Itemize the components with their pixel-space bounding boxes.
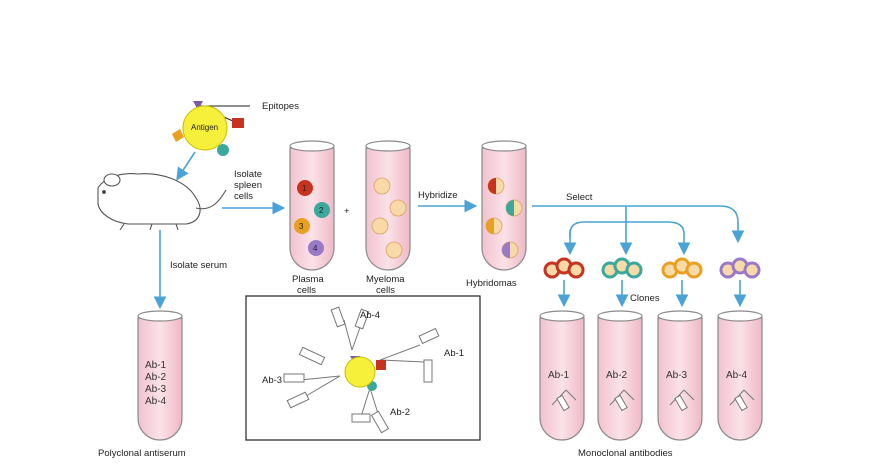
inset-ab-4-label: Ab-4 <box>360 310 380 321</box>
antigen-sphere <box>182 105 228 151</box>
select-arrows <box>532 205 745 256</box>
plasma-cells-label-2: cells <box>297 285 316 296</box>
hybridomas-tube <box>481 140 527 271</box>
monoclonal-tube-1 <box>539 310 585 441</box>
antigen-label: Antigen <box>191 123 218 132</box>
clone-cluster-3 <box>661 257 703 279</box>
antigen-group: Epitopes Antigen <box>172 101 299 156</box>
plasma-cells-tube: 1 2 3 4 <box>289 140 335 271</box>
hybridomas-label: Hybridomas <box>466 278 517 289</box>
epitope-purple <box>193 101 203 110</box>
inset-ab-2-label: Ab-2 <box>390 407 410 418</box>
plasma-cell-1-number: 1 <box>302 184 307 193</box>
arrow-antigen-to-mouse <box>176 151 196 181</box>
hybridize-label: Hybridize <box>418 190 458 201</box>
plasma-cell-3-number: 3 <box>299 222 304 231</box>
monoclonal-tube-3 <box>657 310 703 441</box>
myeloma-cells-label-2: cells <box>376 285 395 296</box>
select-label: Select <box>566 192 593 203</box>
monoclonal-ab-1: Ab-1 <box>548 370 570 381</box>
plasma-cell-2-number: 2 <box>319 206 324 215</box>
polyclonal-label: Polyclonal antiserum <box>98 448 186 459</box>
epitope-orange <box>172 129 184 142</box>
inset-ab-3-label: Ab-3 <box>262 375 282 386</box>
epitope-teal <box>217 144 229 156</box>
epitopes-label: Epitopes <box>262 101 299 112</box>
monoclonal-tube-4 <box>717 310 763 441</box>
monoclonal-ab-2: Ab-2 <box>606 370 628 381</box>
monoclonal-tube-2 <box>597 310 643 441</box>
plus-sign: + <box>344 206 350 217</box>
clone-to-tube-arrows <box>557 280 747 308</box>
monoclonal-label: Monoclonal antibodies <box>578 448 673 459</box>
isolate-spleen-label-2: spleen <box>234 180 262 191</box>
plasma-cell-4-number: 4 <box>313 244 318 253</box>
monoclonal-ab-3: Ab-3 <box>666 370 688 381</box>
polyclonal-ab-1: Ab-1 <box>145 360 167 371</box>
isolate-spleen-label-1: Isolate <box>234 169 262 180</box>
clone-cluster-1 <box>543 257 585 279</box>
antigen-antibody-inset: Ab-4 Ab-1 Ab-2 Ab-3 <box>245 295 481 441</box>
clone-cluster-4 <box>719 257 761 279</box>
myeloma-cells-tube <box>365 140 411 271</box>
polyclonal-ab-4: Ab-4 <box>145 396 167 407</box>
plasma-cells-label-1: Plasma <box>292 274 324 285</box>
epitope-red <box>232 118 244 128</box>
myeloma-cells-label-1: Myeloma <box>366 274 405 285</box>
inset-ab-1-label: Ab-1 <box>444 348 464 359</box>
polyclonal-ab-2: Ab-2 <box>145 372 167 383</box>
mouse-illustration <box>97 173 227 231</box>
monoclonal-ab-4: Ab-4 <box>726 370 748 381</box>
clones-label: Clones <box>630 293 660 304</box>
isolate-spleen-label-3: cells <box>234 191 253 202</box>
clone-cluster-2 <box>601 257 643 279</box>
polyclonal-tube <box>137 310 183 441</box>
isolate-serum-label: Isolate serum <box>170 260 227 271</box>
polyclonal-ab-3: Ab-3 <box>145 384 167 395</box>
